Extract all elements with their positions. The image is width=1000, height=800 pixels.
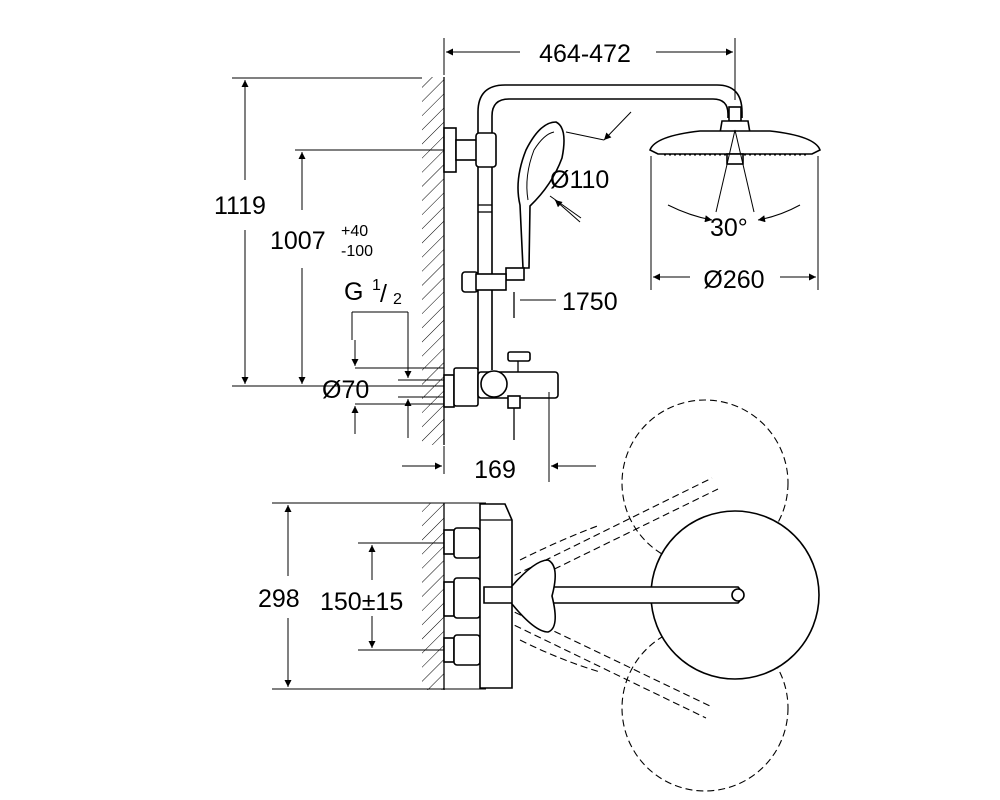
outlet-tolerance-minus: -100 [341,243,373,260]
wall-front-view [422,77,445,445]
head-shower [649,106,821,213]
thermostat-mixer-front [443,351,559,440]
shower-arm-plan [483,510,820,680]
outlet-height-label: 1007 [270,227,326,255]
dimension-lines-plan [272,502,486,690]
wall-bracket-upper [443,127,497,173]
head-shower-diameter-label: Ø260 [703,266,764,294]
thread-label-slash: / [380,280,387,308]
wall-plan-view [422,503,445,690]
thread-label-numerator: 1 [372,277,381,294]
outlet-tolerance-plus: +40 [341,223,368,240]
hose-length-label: 1750 [562,288,618,316]
hand-shower [461,121,565,318]
rosette-diameter-label: Ø70 [322,376,369,404]
hand-shower-diameter-label: Ø110 [550,166,609,194]
tilt-angle-label: 30° [710,214,748,242]
centres-label: 150±15 [320,588,403,616]
arm-length-label: 464-472 [539,40,631,68]
riser-pipe [477,84,743,370]
dimension-lines-front [232,38,819,482]
thread-label-denominator: 2 [393,291,402,308]
total-height-label: 1119 [214,192,266,220]
spout-projection-label: 169 [474,456,516,484]
plan-depth-label: 298 [258,585,300,613]
thread-label-g: G [344,278,363,306]
